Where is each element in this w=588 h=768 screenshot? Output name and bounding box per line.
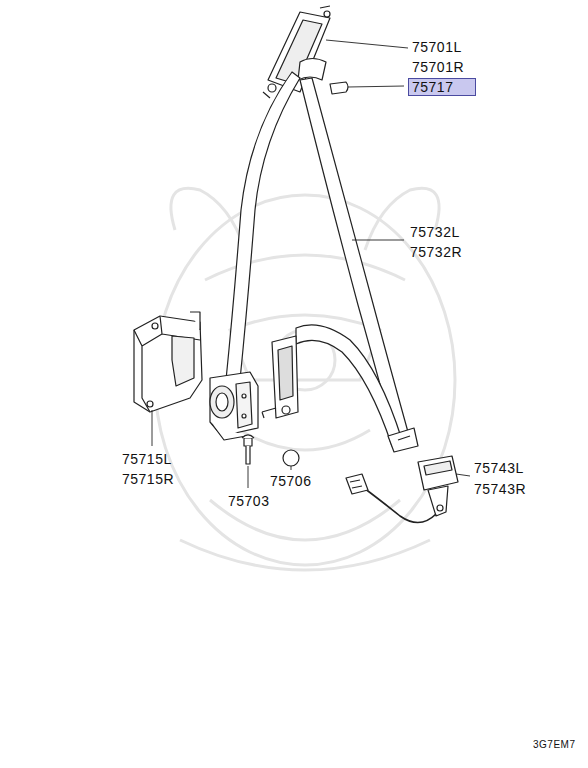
lap-belt xyxy=(296,325,402,446)
wire-connector xyxy=(346,474,368,494)
part-number: 75732L xyxy=(410,224,460,240)
buckle-wire xyxy=(364,488,436,523)
part-number: 75743L xyxy=(474,460,524,476)
part-number: 75715L xyxy=(122,451,172,467)
part-number: 75701R xyxy=(412,59,464,75)
plug xyxy=(283,450,299,466)
retractor-cover xyxy=(134,316,202,412)
shoulder-guide xyxy=(298,59,326,81)
part-number: 75706 xyxy=(270,473,311,489)
part-number: 75703 xyxy=(228,493,269,509)
belt-tongue xyxy=(388,428,418,452)
highlighted-part-box: 75717 xyxy=(408,78,476,96)
lower-anchor-plate xyxy=(272,336,298,418)
guide-cap xyxy=(330,82,348,94)
seat-belt-buckle xyxy=(418,456,458,490)
belt-webbing xyxy=(226,72,300,380)
part-number: 75743R xyxy=(474,481,526,497)
diagram-code: 3G7EM7 xyxy=(533,737,575,753)
buckle-stalk xyxy=(428,486,448,516)
part-number: 75701L xyxy=(412,39,462,55)
part-number: 75732R xyxy=(410,244,462,260)
callout-number: 75717 xyxy=(412,80,472,94)
bolt xyxy=(244,438,252,446)
part-number: 75715R xyxy=(122,471,174,487)
belt-webbing xyxy=(300,78,408,436)
leader-lines xyxy=(152,40,470,488)
